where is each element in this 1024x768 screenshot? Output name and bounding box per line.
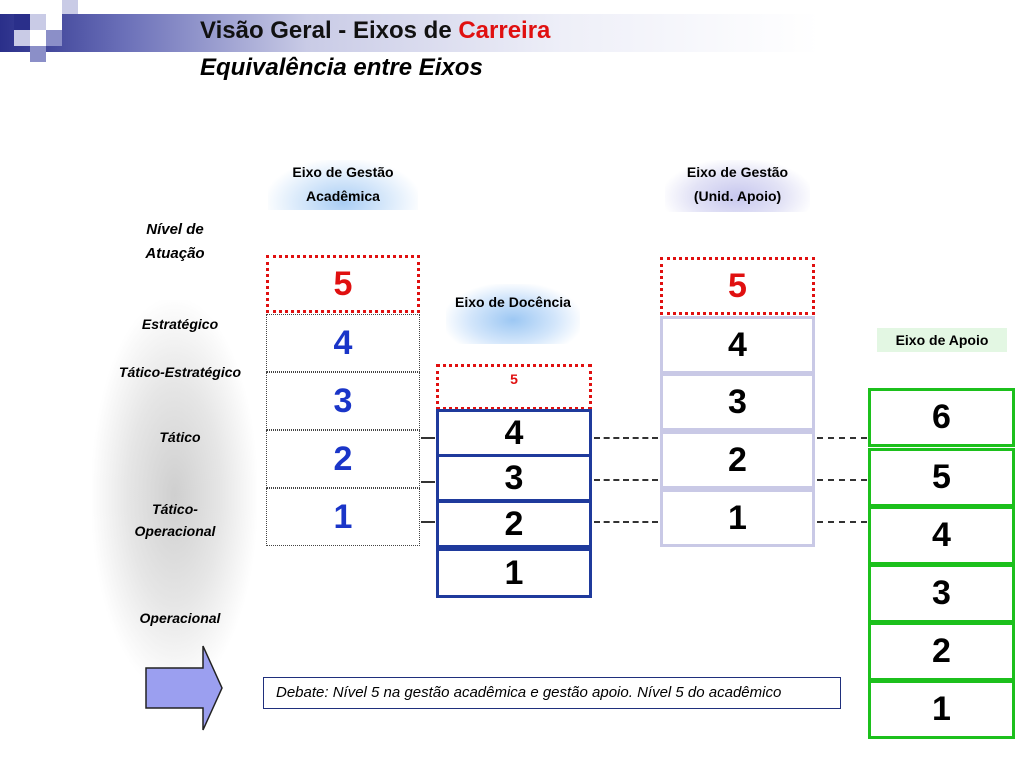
acad-level-4: 4: [266, 314, 420, 372]
connector-acad-doc-4: [421, 437, 435, 439]
apoio-level-2: 2: [868, 622, 1015, 681]
connector-acad-doc-2: [421, 521, 435, 523]
axis-unid-apoio-line2: (Unid. Apoio): [693, 188, 782, 204]
page-title: Visão Geral - Eixos de Carreira: [200, 17, 550, 45]
level-operacional: Operacional: [139, 610, 221, 626]
apoio-level-4: 4: [868, 506, 1015, 565]
doc-level-4: 4: [436, 409, 592, 457]
axis-unid-apoio-label: Eixo de Gestão (Unid. Apoio): [665, 160, 810, 212]
doc-level-5: 5: [436, 364, 592, 410]
level-header: Nível de Atuação: [145, 221, 205, 262]
level-estrategico: Estratégico: [141, 316, 219, 332]
header-bar: [0, 14, 1024, 52]
debate-note: Debate: Nível 5 na gestão acadêmica e ge…: [263, 677, 841, 709]
connector-acad-doc-3: [421, 481, 435, 483]
doc-level-2: 2: [436, 500, 592, 548]
acad-level-1: 1: [266, 488, 420, 546]
acad-level-2: 2: [266, 430, 420, 488]
connector-unid-apoio-3: [817, 521, 867, 523]
level-tatico-operacional: Tático- Operacional: [134, 501, 216, 539]
connector-doc-unid-3: [594, 479, 658, 481]
axis-unid-apoio-line1: Eixo de Gestão: [686, 164, 789, 180]
doc-level-1: 1: [436, 548, 592, 598]
unid-level-2: 2: [660, 431, 815, 489]
apoio-level-3: 3: [868, 564, 1015, 623]
connector-doc-unid-2: [594, 521, 658, 523]
level-tatico-estrategico: Tático-Estratégico: [118, 364, 242, 380]
acad-level-3: 3: [266, 372, 420, 430]
title-main: Visão Geral - Eixos de: [200, 17, 452, 44]
doc-level-3: 3: [436, 454, 592, 502]
page-subtitle: Equivalência entre Eixos: [200, 54, 483, 81]
apoio-level-5: 5: [868, 448, 1015, 507]
apoio-level-6: 6: [868, 388, 1015, 447]
unid-level-3: 3: [660, 373, 815, 431]
apoio-level-1: 1: [868, 680, 1015, 739]
connector-unid-apoio-1: [817, 437, 867, 439]
axis-docencia-label: Eixo de Docência: [446, 284, 580, 344]
unid-level-5: 5: [660, 257, 815, 315]
level-tatico: Tático: [159, 429, 201, 445]
acad-level-5: 5: [266, 255, 420, 313]
unid-level-1: 1: [660, 489, 815, 547]
title-accent: Carreira: [458, 17, 551, 44]
unid-level-4: 4: [660, 316, 815, 374]
connector-doc-unid-4: [594, 437, 658, 439]
axis-apoio-label: Eixo de Apoio: [877, 328, 1007, 352]
axis-academica-label: Eixo de Gestão Acadêmica: [268, 160, 418, 210]
connector-unid-apoio-2: [817, 479, 867, 481]
right-arrow-icon: [145, 645, 223, 731]
level-shade: [92, 300, 257, 690]
